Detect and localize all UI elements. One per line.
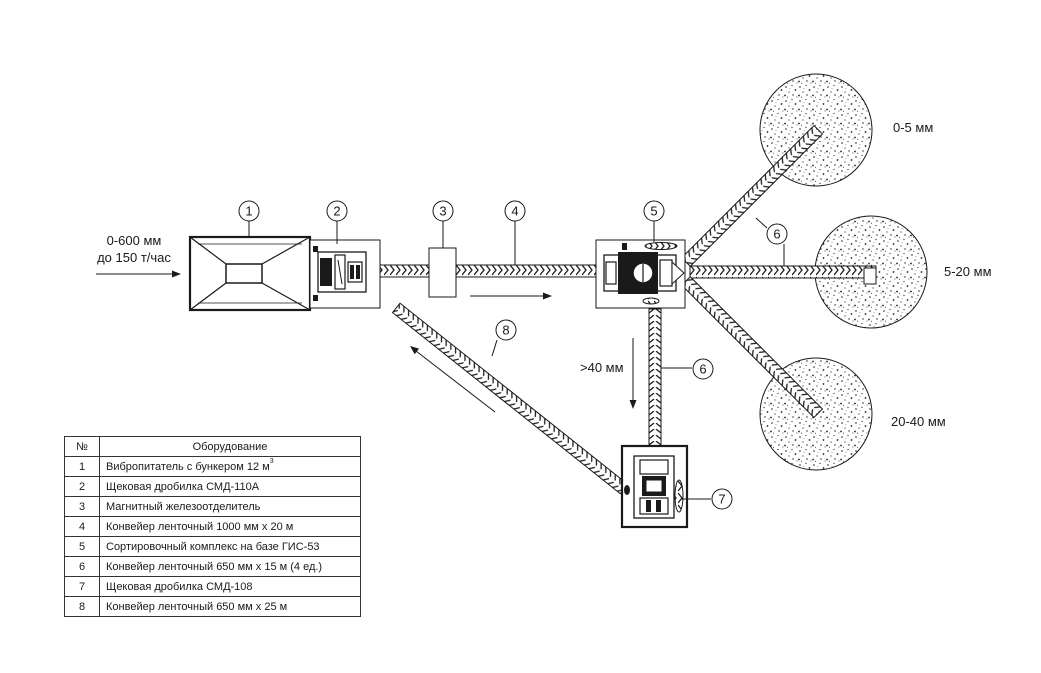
vibrating-feeder-hopper (188, 235, 312, 312)
legend-row: 7 Щековая дробилка СМД-108 (64, 576, 361, 597)
conveyor-6-coarse (681, 276, 824, 419)
svg-text:2: 2 (333, 204, 340, 219)
conveyor-6-fine (681, 124, 824, 267)
legend-row: 3 Магнитный железоотделитель (64, 496, 361, 517)
legend-header-row: № Оборудование (64, 436, 361, 457)
conveyor-4-direction-arrow (470, 292, 552, 300)
callout-8: 8 (495, 319, 517, 341)
screening-complex-gis53 (595, 239, 686, 309)
callout-4: 4 (504, 200, 526, 222)
legend-row-name-text: Вибропитатель с бункером 12 м (106, 460, 270, 473)
oversize-direction-arrow (629, 338, 637, 409)
legend-row-name: Щековая дробилка СМД-110А (99, 476, 361, 497)
input-size-label: 0-600 мм (107, 233, 162, 248)
svg-text:4: 4 (511, 204, 518, 219)
pile-20-40-label: 20-40 мм (891, 414, 946, 429)
legend-row-name: Конвейер ленточный 650 мм х 15 м (4 ед.) (99, 556, 361, 577)
legend-row-name: Щековая дробилка СМД-108 (99, 576, 361, 597)
callout-5: 5 (643, 200, 665, 222)
conveyor-6-oversize (648, 308, 662, 453)
magnetic-separator (428, 247, 457, 298)
svg-text:8: 8 (502, 323, 509, 338)
legend-row-no: 3 (64, 496, 100, 517)
callout-6-lower: 6 (692, 358, 714, 380)
jaw-crusher-smd108 (620, 444, 689, 529)
callout-2: 2 (326, 200, 348, 222)
legend-row: 8 Конвейер ленточный 650 мм х 25 м (64, 596, 361, 617)
legend-row-no: 6 (64, 556, 100, 577)
oversize-label: >40 мм (580, 360, 624, 375)
pile-5-20-label: 5-20 мм (944, 264, 992, 279)
svg-text:6: 6 (699, 362, 706, 377)
legend-row-no: 7 (64, 576, 100, 597)
legend-row-name: Конвейер ленточный 1000 мм х 20 м (99, 516, 361, 537)
conveyor-6-medium (689, 265, 877, 285)
legend-row-name: Сортировочный комплекс на базе ГИС-53 (99, 536, 361, 557)
legend-row: 2 Щековая дробилка СМД-110А (64, 476, 361, 497)
svg-text:6: 6 (773, 227, 780, 242)
legend-row-no: 2 (64, 476, 100, 497)
legend-row: 6 Конвейер ленточный 650 мм х 15 м (4 ед… (64, 556, 361, 577)
legend-row-no: 4 (64, 516, 100, 537)
legend-header-equipment: Оборудование (99, 436, 361, 457)
legend-row-name: Магнитный железоотделитель (99, 496, 361, 517)
legend-row: 1 Вибропитатель с бункером 12 м3 (64, 456, 361, 477)
legend-row-no: 8 (64, 596, 100, 617)
callout-7: 7 (711, 488, 733, 510)
svg-text:3: 3 (439, 204, 446, 219)
svg-text:1: 1 (245, 204, 252, 219)
svg-text:5: 5 (650, 204, 657, 219)
legend-row-name: Конвейер ленточный 650 мм х 25 м (99, 596, 361, 617)
legend-row: 4 Конвейер ленточный 1000 мм х 20 м (64, 516, 361, 537)
legend-row: 5 Сортировочный комплекс на базе ГИС-53 (64, 536, 361, 557)
input-capacity-label: до 150 т/час (97, 250, 171, 265)
legend-header-no: № (64, 436, 100, 457)
conveyor-4 (379, 264, 603, 278)
legend-row-no: 1 (64, 456, 100, 477)
feed-arrow (96, 270, 181, 278)
legend-row-name: Вибропитатель с бункером 12 м3 (99, 456, 361, 477)
legend-row-superscript: 3 (269, 457, 274, 465)
return-direction-arrow (410, 346, 496, 413)
callout-1: 1 (238, 200, 260, 222)
pile-0-5-label: 0-5 мм (893, 120, 933, 135)
svg-text:7: 7 (718, 492, 725, 507)
jaw-crusher-smd110a (309, 239, 381, 309)
equipment-legend-table: № Оборудование 1 Вибропитатель с бункеро… (64, 436, 361, 617)
callout-leaders (248, 217, 785, 500)
callout-6-upper: 6 (766, 223, 788, 245)
legend-row-no: 5 (64, 536, 100, 557)
callout-3: 3 (432, 200, 454, 222)
